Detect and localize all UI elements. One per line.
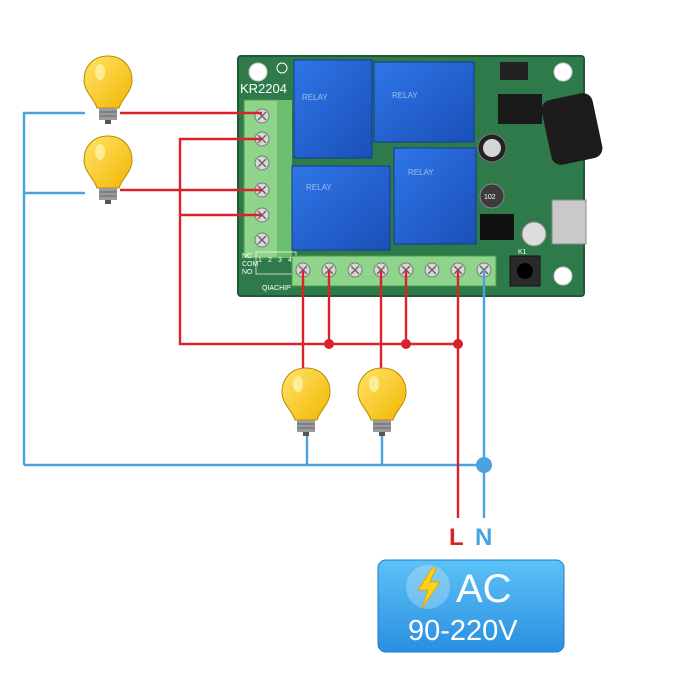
lightning-icon	[406, 565, 450, 609]
junction-dot	[453, 339, 463, 349]
terminal-number-1: 1	[258, 257, 262, 264]
live-label: L	[449, 524, 464, 551]
receiver-module	[541, 93, 603, 165]
terminal-label-nc: NC	[242, 253, 252, 260]
svg-text:RELAY: RELAY	[392, 91, 418, 100]
power-type: AC	[456, 567, 512, 611]
junction-dot	[401, 339, 411, 349]
ic-chip-small	[500, 62, 528, 80]
light-bulb-icon	[357, 367, 407, 437]
mounting-hole	[553, 62, 573, 82]
power-range: 90-220V	[408, 615, 518, 647]
svg-text:RELAY: RELAY	[408, 168, 434, 177]
regulator	[480, 214, 514, 240]
neutral-label: N	[475, 524, 492, 551]
svg-text:RELAY: RELAY	[306, 183, 332, 192]
capacitor-code: 102	[484, 194, 496, 201]
junction-dot	[324, 339, 334, 349]
button-label: K1	[518, 249, 527, 256]
left-terminal-block	[243, 99, 279, 259]
terminal-label-com: COM	[242, 261, 259, 268]
relay-1: RELAY	[293, 59, 373, 159]
terminal-label-no: NO	[242, 269, 253, 276]
wires	[22, 111, 492, 518]
relay-2: RELAY	[373, 61, 475, 143]
board-model-label: KR2204	[240, 81, 287, 96]
light-bulb-icon	[83, 135, 133, 205]
ic-chip	[498, 94, 542, 124]
relay-board: KR2204 NC COM NO 1 2 3 4 QIACHIP RELAY R…	[237, 55, 603, 297]
inductor	[479, 183, 505, 209]
capacitor	[521, 221, 547, 247]
relay-3: RELAY	[291, 165, 391, 251]
terminal-number-2: 2	[268, 257, 272, 264]
brand-label: QIACHIP	[262, 285, 291, 292]
svg-text:RELAY: RELAY	[302, 93, 328, 102]
relay-4: RELAY	[393, 147, 477, 245]
mounting-hole	[248, 62, 268, 82]
light-bulb-icon	[281, 367, 331, 437]
crystal	[551, 199, 587, 245]
terminal-number-3: 3	[278, 257, 282, 264]
power-source-box: AC 90-220V	[377, 559, 565, 653]
live-wire	[120, 111, 460, 518]
mounting-hole	[553, 266, 573, 286]
terminal-number-4: 4	[288, 257, 292, 264]
neutral-wire	[22, 111, 486, 518]
neutral-junction-dot	[476, 457, 492, 473]
